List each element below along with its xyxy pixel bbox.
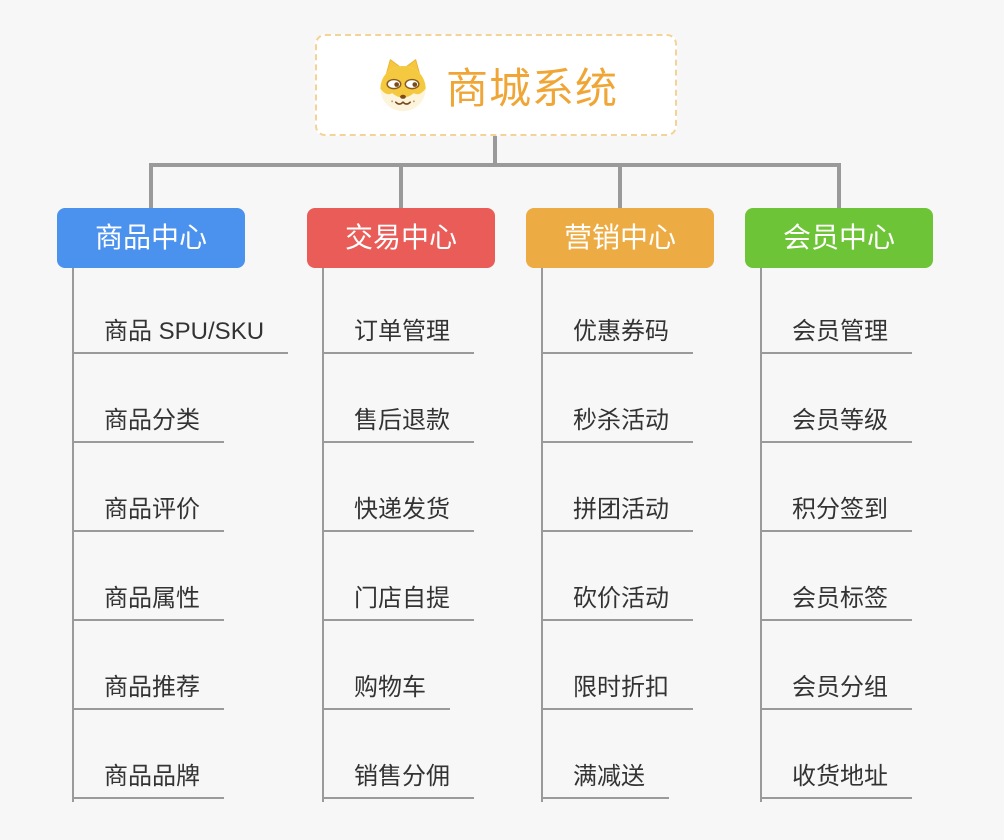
connector-drop-marketing [618,163,622,208]
child-node[interactable]: 门店自提 [322,581,474,621]
child-node[interactable]: 满减送 [541,759,669,799]
connector-drop-products [149,163,153,208]
branch-node-marketing-center[interactable]: 营销中心 [526,208,714,268]
branch-node-product-center[interactable]: 商品中心 [57,208,245,268]
child-node[interactable]: 砍价活动 [541,581,693,621]
child-node[interactable]: 秒杀活动 [541,403,693,443]
child-node[interactable]: 收货地址 [760,759,912,799]
child-node[interactable]: 会员分组 [760,670,912,710]
child-node[interactable]: 商品 SPU/SKU [72,314,289,354]
child-node[interactable]: 商品评价 [72,492,224,532]
child-node[interactable]: 优惠券码 [541,314,693,354]
root-title: 商城系统 [445,64,618,112]
spine-marketing-center [541,268,543,802]
child-node[interactable]: 限时折扣 [541,670,693,710]
spine-product-center [72,268,74,802]
child-node[interactable]: 快递发货 [322,492,474,532]
connector-bus [149,163,841,167]
connector-drop-members [837,163,841,208]
child-node[interactable]: 售后退款 [322,403,474,443]
child-node[interactable]: 会员管理 [760,314,912,354]
child-node[interactable]: 购物车 [322,670,450,710]
root-node-mall-system[interactable]: 商城系统 [315,34,677,136]
child-node[interactable]: 商品品牌 [72,759,224,799]
spine-member-center [760,268,762,802]
child-node[interactable]: 会员标签 [760,581,912,621]
branch-node-trade-center[interactable]: 交易中心 [307,208,495,268]
child-node[interactable]: 订单管理 [322,314,474,354]
connector-root-drop [493,136,497,165]
child-node[interactable]: 商品推荐 [72,670,224,710]
child-node[interactable]: 积分签到 [760,492,912,532]
spine-trade-center [322,268,324,802]
child-node[interactable]: 拼团活动 [541,492,693,532]
child-node[interactable]: 销售分佣 [322,759,474,799]
child-node[interactable]: 商品属性 [72,581,224,621]
child-node[interactable]: 商品分类 [72,403,224,443]
connector-drop-trade [399,163,403,208]
branch-node-member-center[interactable]: 会员中心 [745,208,933,268]
child-node[interactable]: 会员等级 [760,403,912,443]
shiba-dog-icon [380,59,426,112]
